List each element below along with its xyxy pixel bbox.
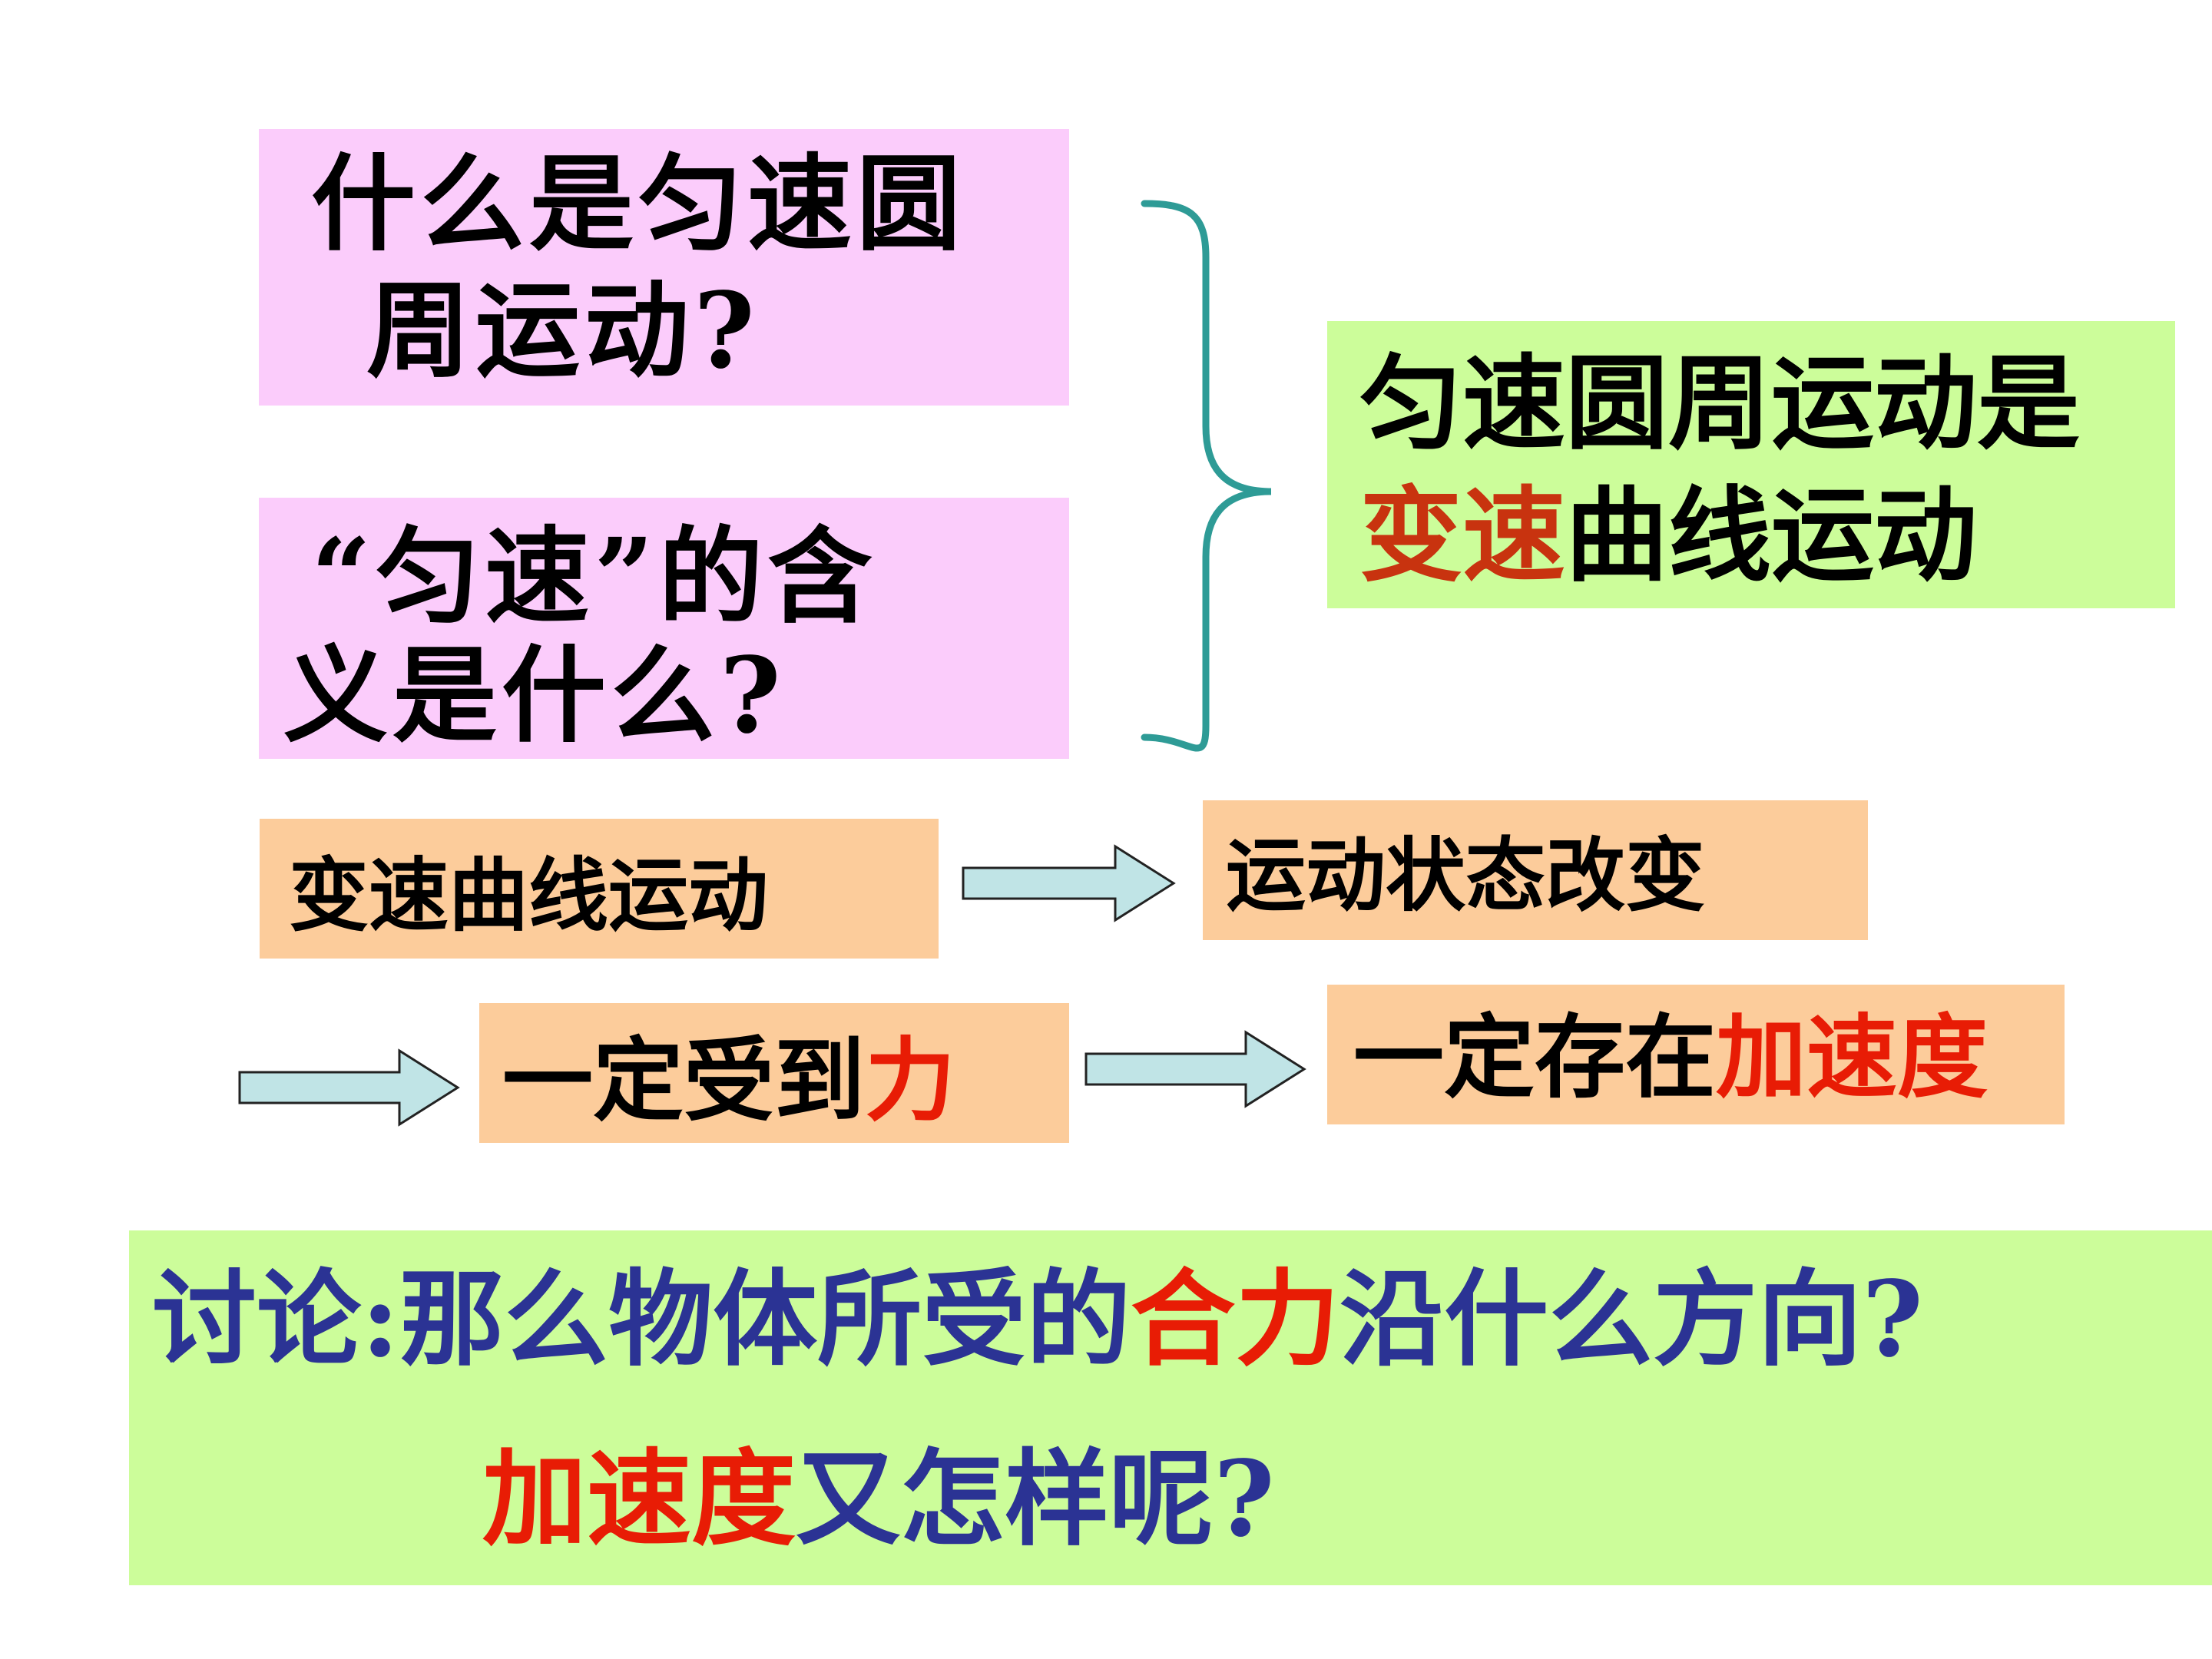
right-arrow-icon [238,1048,460,1127]
discussion-line1-part1: 讨论:那么物体所受的 [152,1258,1131,1381]
flow-step4-label: 一定存在加速度 [1353,1012,1988,1103]
discussion-highlight-net-force: 合力 [1131,1258,1340,1381]
flow-step-variable-curve-motion: 变速曲线运动 [260,819,939,959]
flow-step1-label: 变速曲线运动 [289,848,769,942]
answer-line2: 变速曲线运动 [1359,484,1977,587]
flow-step2-label: 运动状态改变 [1226,828,1706,922]
flow-step-acceleration: 一定存在加速度 [1327,985,2065,1124]
curly-brace-icon [1141,200,1272,752]
right-arrow-icon [962,844,1176,922]
flow-step4-prefix: 一定存在 [1353,1004,1717,1111]
question2-line2: 义是什么? [283,634,786,757]
flow-step3-prefix: 一定受到 [502,1027,866,1134]
discussion-line1-part2: 沿什么方向? [1339,1258,1923,1381]
answer-highlight-variable-speed: 变速 [1359,475,1566,596]
flow-step3-highlight-force: 力 [865,1027,956,1134]
question-box-uniform-meaning: “匀速”的含 义是什么? [259,498,1069,759]
discussion-line1: 讨论:那么物体所受的合力沿什么方向? [152,1267,1923,1372]
discussion-line2-rest: 又怎样呢? [796,1438,1275,1561]
flow-step-state-change: 运动状态改变 [1203,800,1868,940]
question2-line1: “匀速”的含 [311,515,877,638]
discussion-line2: 加速度又怎样呢? [482,1447,1275,1551]
discussion-highlight-acceleration: 加速度 [482,1438,796,1561]
discussion-box: 讨论:那么物体所受的合力沿什么方向? 加速度又怎样呢? [129,1230,2212,1585]
answer-box: 匀速圆周运动是 变速曲线运动 [1327,321,2175,608]
right-arrow-icon [1084,1030,1306,1108]
answer-line2-rest: 曲线运动 [1565,475,1978,596]
question1-line2: 周运动? [366,270,760,392]
flow-step3-label: 一定受到力 [502,1035,955,1126]
question-box-uniform-circular-motion: 什么是匀速圆 周运动? [259,129,1069,406]
flow-step-force: 一定受到力 [479,1003,1069,1143]
flow-step4-highlight-acceleration: 加速度 [1716,1004,1988,1111]
question1-line1: 什么是匀速圆 [311,143,965,266]
answer-line1: 匀速圆周运动是 [1359,343,2081,464]
